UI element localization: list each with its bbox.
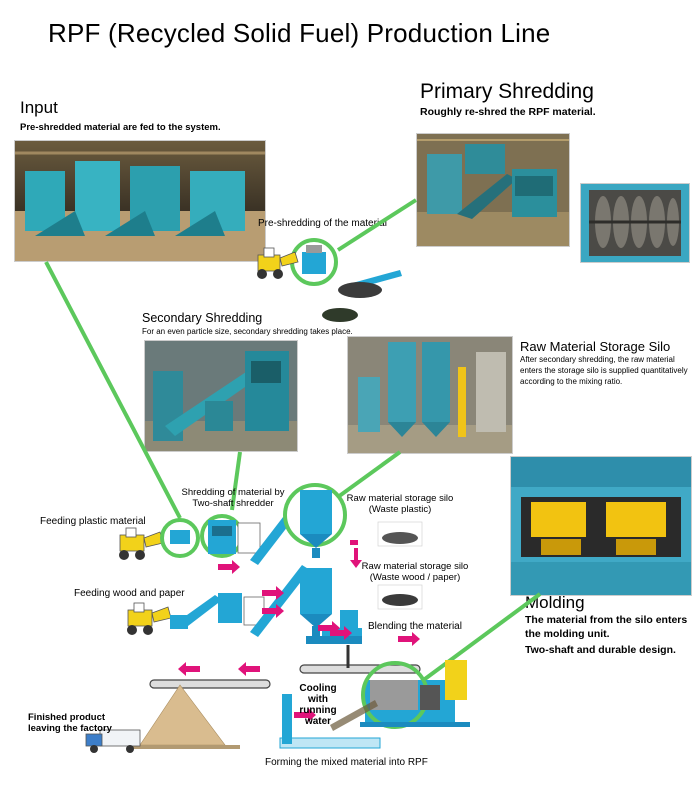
label-forming: Forming the mixed material into RPF	[265, 757, 428, 768]
molding-machine-icon	[360, 660, 470, 729]
shredder-blades-photo	[580, 183, 690, 263]
molding-heading: Molding	[525, 593, 585, 612]
label-shredding-two-shaft: Shredding of material by Two-shaft shred…	[181, 487, 285, 509]
silo-icon	[300, 568, 332, 636]
silo-heading: Raw Material Storage Silo	[520, 339, 671, 354]
primary-photo	[416, 133, 570, 247]
secondary-desc: For an even particle size, secondary shr…	[142, 327, 353, 336]
wood-feed-unit	[127, 565, 310, 637]
cooling-trough	[279, 737, 381, 749]
input-desc: Pre-shredded material are fed to the sys…	[20, 122, 221, 133]
label-cooling: Cooling with running water	[299, 683, 337, 727]
flow-arrows	[178, 540, 420, 722]
secondary-photo	[144, 340, 298, 452]
input-photo	[14, 140, 266, 262]
label-feeding-wood: Feeding wood and paper	[74, 588, 185, 599]
molding-desc-line-2: the molding unit.	[525, 628, 610, 640]
truck-icon	[85, 729, 141, 753]
label-silo-wood: Raw material storage silo (Waste wood / …	[361, 561, 469, 583]
front-loader-icon	[119, 527, 164, 560]
primary-heading: Primary Shredding	[420, 80, 594, 103]
molding-photo	[510, 456, 692, 596]
silo-desc: After secondary shredding, the raw mater…	[520, 355, 688, 386]
front-loader-icon	[257, 247, 299, 279]
silo-photo	[347, 336, 513, 454]
label-blending: Blending the material	[368, 621, 462, 632]
label-silo-plastic: Raw material storage silo (Waste plastic…	[346, 493, 454, 515]
input-heading: Input	[20, 98, 58, 117]
molding-desc-line-1: The material from the silo enters	[525, 614, 688, 626]
pre-shredding-label: Pre-shredding of the material	[258, 218, 387, 229]
pre-shredding-unit	[257, 238, 402, 322]
secondary-heading: Secondary Shredding	[142, 311, 263, 325]
front-loader-icon	[127, 602, 172, 635]
label-feeding-plastic: Feeding plastic material	[40, 516, 146, 527]
silo-icon	[283, 483, 347, 558]
molding-desc-line-3: Two-shaft and durable design.	[525, 644, 676, 656]
primary-desc: Roughly re-shred the RPF material.	[420, 106, 596, 118]
page-title: RPF (Recycled Solid Fuel) Production Lin…	[48, 18, 551, 48]
label-finished: Finished product leaving the factory	[28, 712, 112, 734]
product-pile	[139, 684, 226, 746]
